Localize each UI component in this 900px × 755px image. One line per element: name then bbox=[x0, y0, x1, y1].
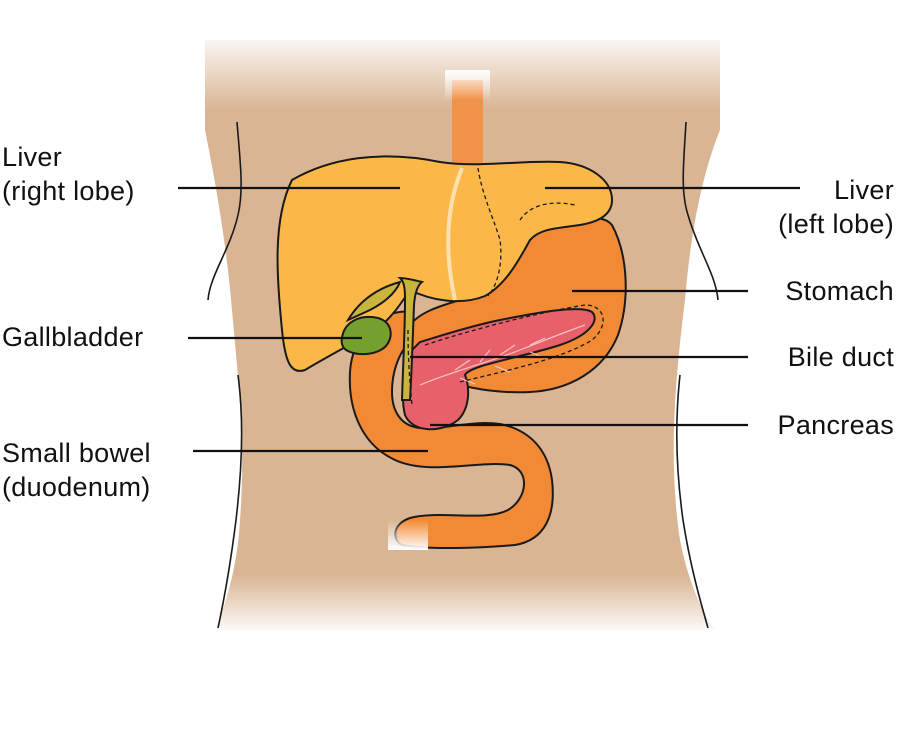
label-liver-right-line1: Liver bbox=[2, 142, 63, 172]
cystic-duct bbox=[345, 280, 402, 323]
label-liver-right-line2: (right lobe) bbox=[2, 176, 135, 206]
label-gallbladder: Gallbladder bbox=[2, 322, 144, 352]
label-small-bowel-line1: Small bowel bbox=[2, 438, 151, 468]
label-liver-right: Liver (right lobe) bbox=[2, 140, 135, 208]
pancreas-dashed-outline bbox=[424, 304, 604, 383]
bile-duct-dashed bbox=[407, 329, 413, 406]
torso-left-outline bbox=[207, 121, 242, 301]
torso-bottom-fade bbox=[195, 575, 735, 635]
torso-right-outline-lower bbox=[676, 374, 709, 629]
bowel-fade bbox=[388, 520, 428, 550]
label-pancreas: Pancreas bbox=[777, 410, 894, 440]
torso-right-outline bbox=[682, 121, 719, 301]
esophagus bbox=[452, 80, 483, 175]
label-liver-left-line2: (left lobe) bbox=[778, 209, 894, 239]
leader-lines bbox=[178, 186, 800, 453]
label-bile-duct: Bile duct bbox=[787, 342, 894, 372]
gallbladder-shape bbox=[340, 316, 392, 356]
esophagus-fade bbox=[445, 70, 490, 100]
label-liver-left-line1: Liver bbox=[833, 175, 894, 205]
stomach-dashed-outline bbox=[477, 167, 576, 297]
torso-left-outline-lower bbox=[217, 374, 243, 629]
label-small-bowel: Small bowel (duodenum) bbox=[2, 436, 151, 504]
label-small-bowel-line2: (duodenum) bbox=[2, 472, 151, 502]
label-stomach: Stomach bbox=[785, 276, 894, 306]
falciform-ligament bbox=[446, 167, 464, 301]
bile-duct-shape bbox=[397, 276, 425, 401]
label-liver-left: Liver (left lobe) bbox=[778, 173, 894, 241]
